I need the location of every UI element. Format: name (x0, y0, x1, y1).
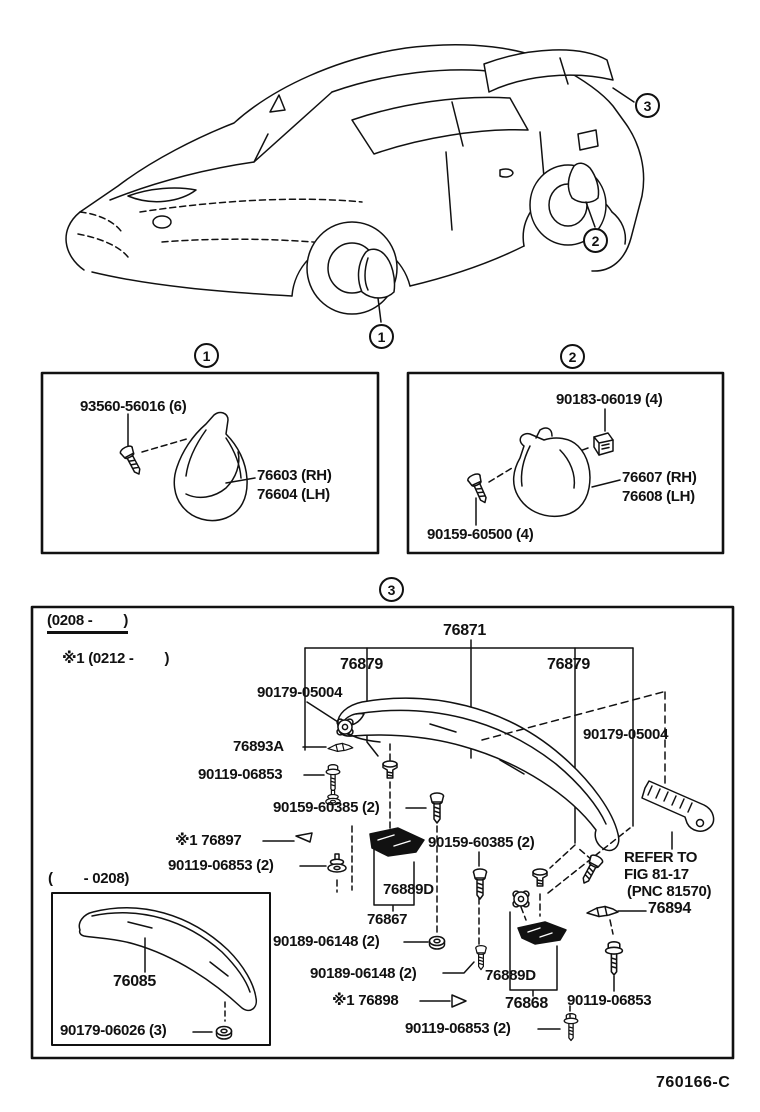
car-callout-3: 3 (635, 93, 660, 118)
part-label-76604-lh: 76604 (LH) (257, 486, 330, 503)
part-label-76898: ※1 76898 (332, 992, 399, 1009)
part-label-90159-60385-right: 90159-60385 (2) (428, 834, 535, 851)
spoiler-76085-illustration (78, 907, 258, 1040)
part-label-76085: 76085 (113, 973, 156, 990)
part-label-90183-06019: 90183-06019 (4) (556, 391, 663, 408)
part-label-90179-06026: 90179-06026 (3) (60, 1022, 167, 1039)
part-label-90159-60385-left: 90159-60385 (2) (273, 799, 380, 816)
part-label-76894: 76894 (648, 900, 691, 917)
part-label-90119-06853-b: 90119-06853 (2) (168, 857, 274, 874)
part-label-90179-05004-right: 90179-05004 (583, 726, 669, 743)
part-label-76889d-right: 76889D (485, 967, 536, 984)
part-label-90119-06853-d: 90119-06853 (2) (405, 1020, 511, 1037)
mudguard-rear-illustration (466, 408, 621, 526)
part-label-76607-rh: 76607 (RH) (622, 469, 697, 486)
refer-note-line3: (PNC 81570) (627, 883, 712, 900)
part-label-90159-60500: 90159-60500 (4) (427, 526, 534, 543)
part-label-76889d-center: 76889D (383, 881, 434, 898)
part-label-76871: 76871 (443, 622, 486, 639)
part-label-93560-56016: 93560-56016 (6) (80, 398, 187, 415)
box2-callout: 2 (560, 344, 585, 369)
box2-frame (406, 371, 725, 555)
part-label-76868: 76868 (505, 995, 548, 1012)
car-callout-2: 2 (583, 228, 608, 253)
mudguard-front-illustration (118, 411, 256, 522)
refer-note-line2: FIG 81-17 (624, 866, 689, 883)
box1-frame (40, 371, 380, 555)
part-label-76867: 76867 (367, 911, 408, 928)
part-label-90189-06148-a: 90189-06148 (2) (273, 933, 380, 950)
part-label-76603-rh: 76603 (RH) (257, 467, 332, 484)
car-illustration (65, 44, 645, 323)
refer-note-line1: REFER TO (624, 849, 698, 866)
sub-date-note: ※1 (0212 - ) (62, 650, 170, 667)
part-label-76897: ※1 76897 (175, 832, 242, 849)
box3-callout: 3 (379, 577, 404, 602)
part-label-90189-06148-b: 90189-06148 (2) (310, 965, 417, 982)
part-label-76608-lh: 76608 (LH) (622, 488, 695, 505)
date-range-note: (0208 - ) (47, 612, 128, 635)
part-label-76879-right: 76879 (547, 656, 590, 673)
figure-code: 760166-C (656, 1074, 731, 1091)
part-label-90119-06853-c: 90119-06853 (567, 992, 652, 1009)
box3-frame (30, 605, 735, 1060)
part-label-76893a: 76893A (233, 738, 284, 755)
part-label-90179-05004-left: 90179-05004 (257, 684, 343, 701)
rear-spoiler-illustration (262, 639, 715, 1042)
inner-date-note: ( - 0208) (48, 870, 130, 887)
part-label-76879-left: 76879 (340, 656, 383, 673)
box1-callout: 1 (194, 343, 219, 368)
car-callout-1: 1 (369, 324, 394, 349)
part-label-90119-06853-a: 90119-06853 (198, 766, 283, 783)
